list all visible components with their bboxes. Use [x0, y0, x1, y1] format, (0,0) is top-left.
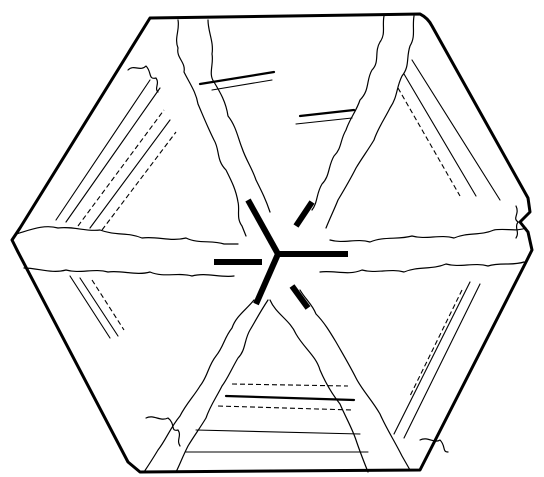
crystal-drawing — [0, 0, 544, 477]
diagram-canvas — [0, 0, 544, 477]
